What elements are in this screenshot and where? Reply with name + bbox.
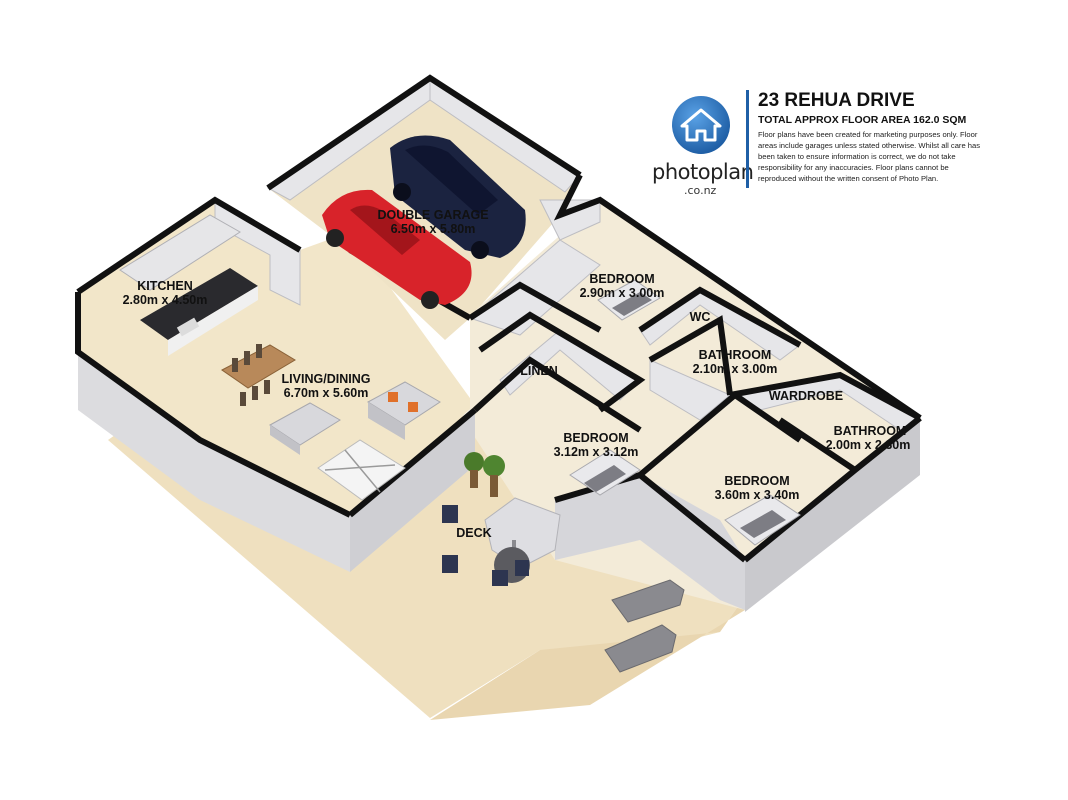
room-name-kitchen: KITCHEN: [137, 279, 193, 293]
room-name-deck: DECK: [456, 526, 491, 540]
navy-car: [390, 135, 526, 259]
logo-wordmark: photoplan: [652, 160, 754, 184]
disclaimer-text: Floor plans have been created for market…: [758, 130, 981, 183]
wall-side-right: [745, 418, 920, 612]
red-car: [322, 189, 472, 309]
wall-side-front: [350, 410, 475, 572]
room-name-linen: LINEN: [520, 364, 558, 378]
plan-header: photoplan .co.nz 23 REHUA DRIVE TOTAL AP…: [652, 86, 1060, 197]
room-dims-bed3: 3.60m x 3.40m: [715, 488, 800, 502]
lounge-furniture: [269, 381, 441, 501]
room-name-wc: WC: [690, 310, 711, 324]
room-name-wardrobe: WARDROBE: [769, 389, 843, 403]
property-address: 23 REHUA DRIVE: [758, 90, 915, 111]
room-name-bed3: BEDROOM: [724, 474, 789, 488]
room-name-bath1: BATHROOM: [699, 348, 772, 362]
bed-covers: [584, 292, 786, 538]
room-labels: DOUBLE GARAGE 6.50m x 5.80m KITCHEN 2.80…: [123, 208, 911, 540]
dining-table: [221, 344, 296, 406]
room-dims-bath2: 2.00m x 2.30m: [826, 438, 911, 452]
deck-lower: [430, 575, 760, 720]
room-dims-garage: 6.50m x 5.80m: [391, 222, 476, 236]
room-dims-bath1: 2.10m x 3.00m: [693, 362, 778, 376]
room-dims-bed1: 2.90m x 3.00m: [580, 286, 665, 300]
logo-domain: .co.nz: [684, 184, 717, 197]
header-divider: [746, 90, 749, 188]
wall-side-wing: [555, 475, 745, 610]
room-name-bed2: BEDROOM: [563, 431, 628, 445]
potted-plants: [464, 452, 505, 497]
room-dims-living: 6.70m x 5.60m: [284, 386, 369, 400]
room-name-garage: DOUBLE GARAGE: [377, 208, 488, 222]
wall-side-left: [78, 292, 350, 572]
room-dims-bed2: 3.12m x 3.12m: [554, 445, 639, 459]
room-dims-kitchen: 2.80m x 4.50m: [123, 293, 208, 307]
kitchen-cabinets: [119, 214, 258, 356]
room-name-bath2: BATHROOM: [834, 424, 907, 438]
sun-loungers: [604, 579, 685, 673]
house-icon: [672, 96, 730, 154]
floor-area: TOTAL APPROX FLOOR AREA 162.0 SQM: [758, 114, 967, 126]
room-name-bed1: BEDROOM: [589, 272, 654, 286]
photoplan-logo: photoplan .co.nz: [652, 92, 754, 197]
room-name-living: LIVING/DINING: [282, 372, 371, 386]
deck-dining-set: [442, 497, 561, 586]
